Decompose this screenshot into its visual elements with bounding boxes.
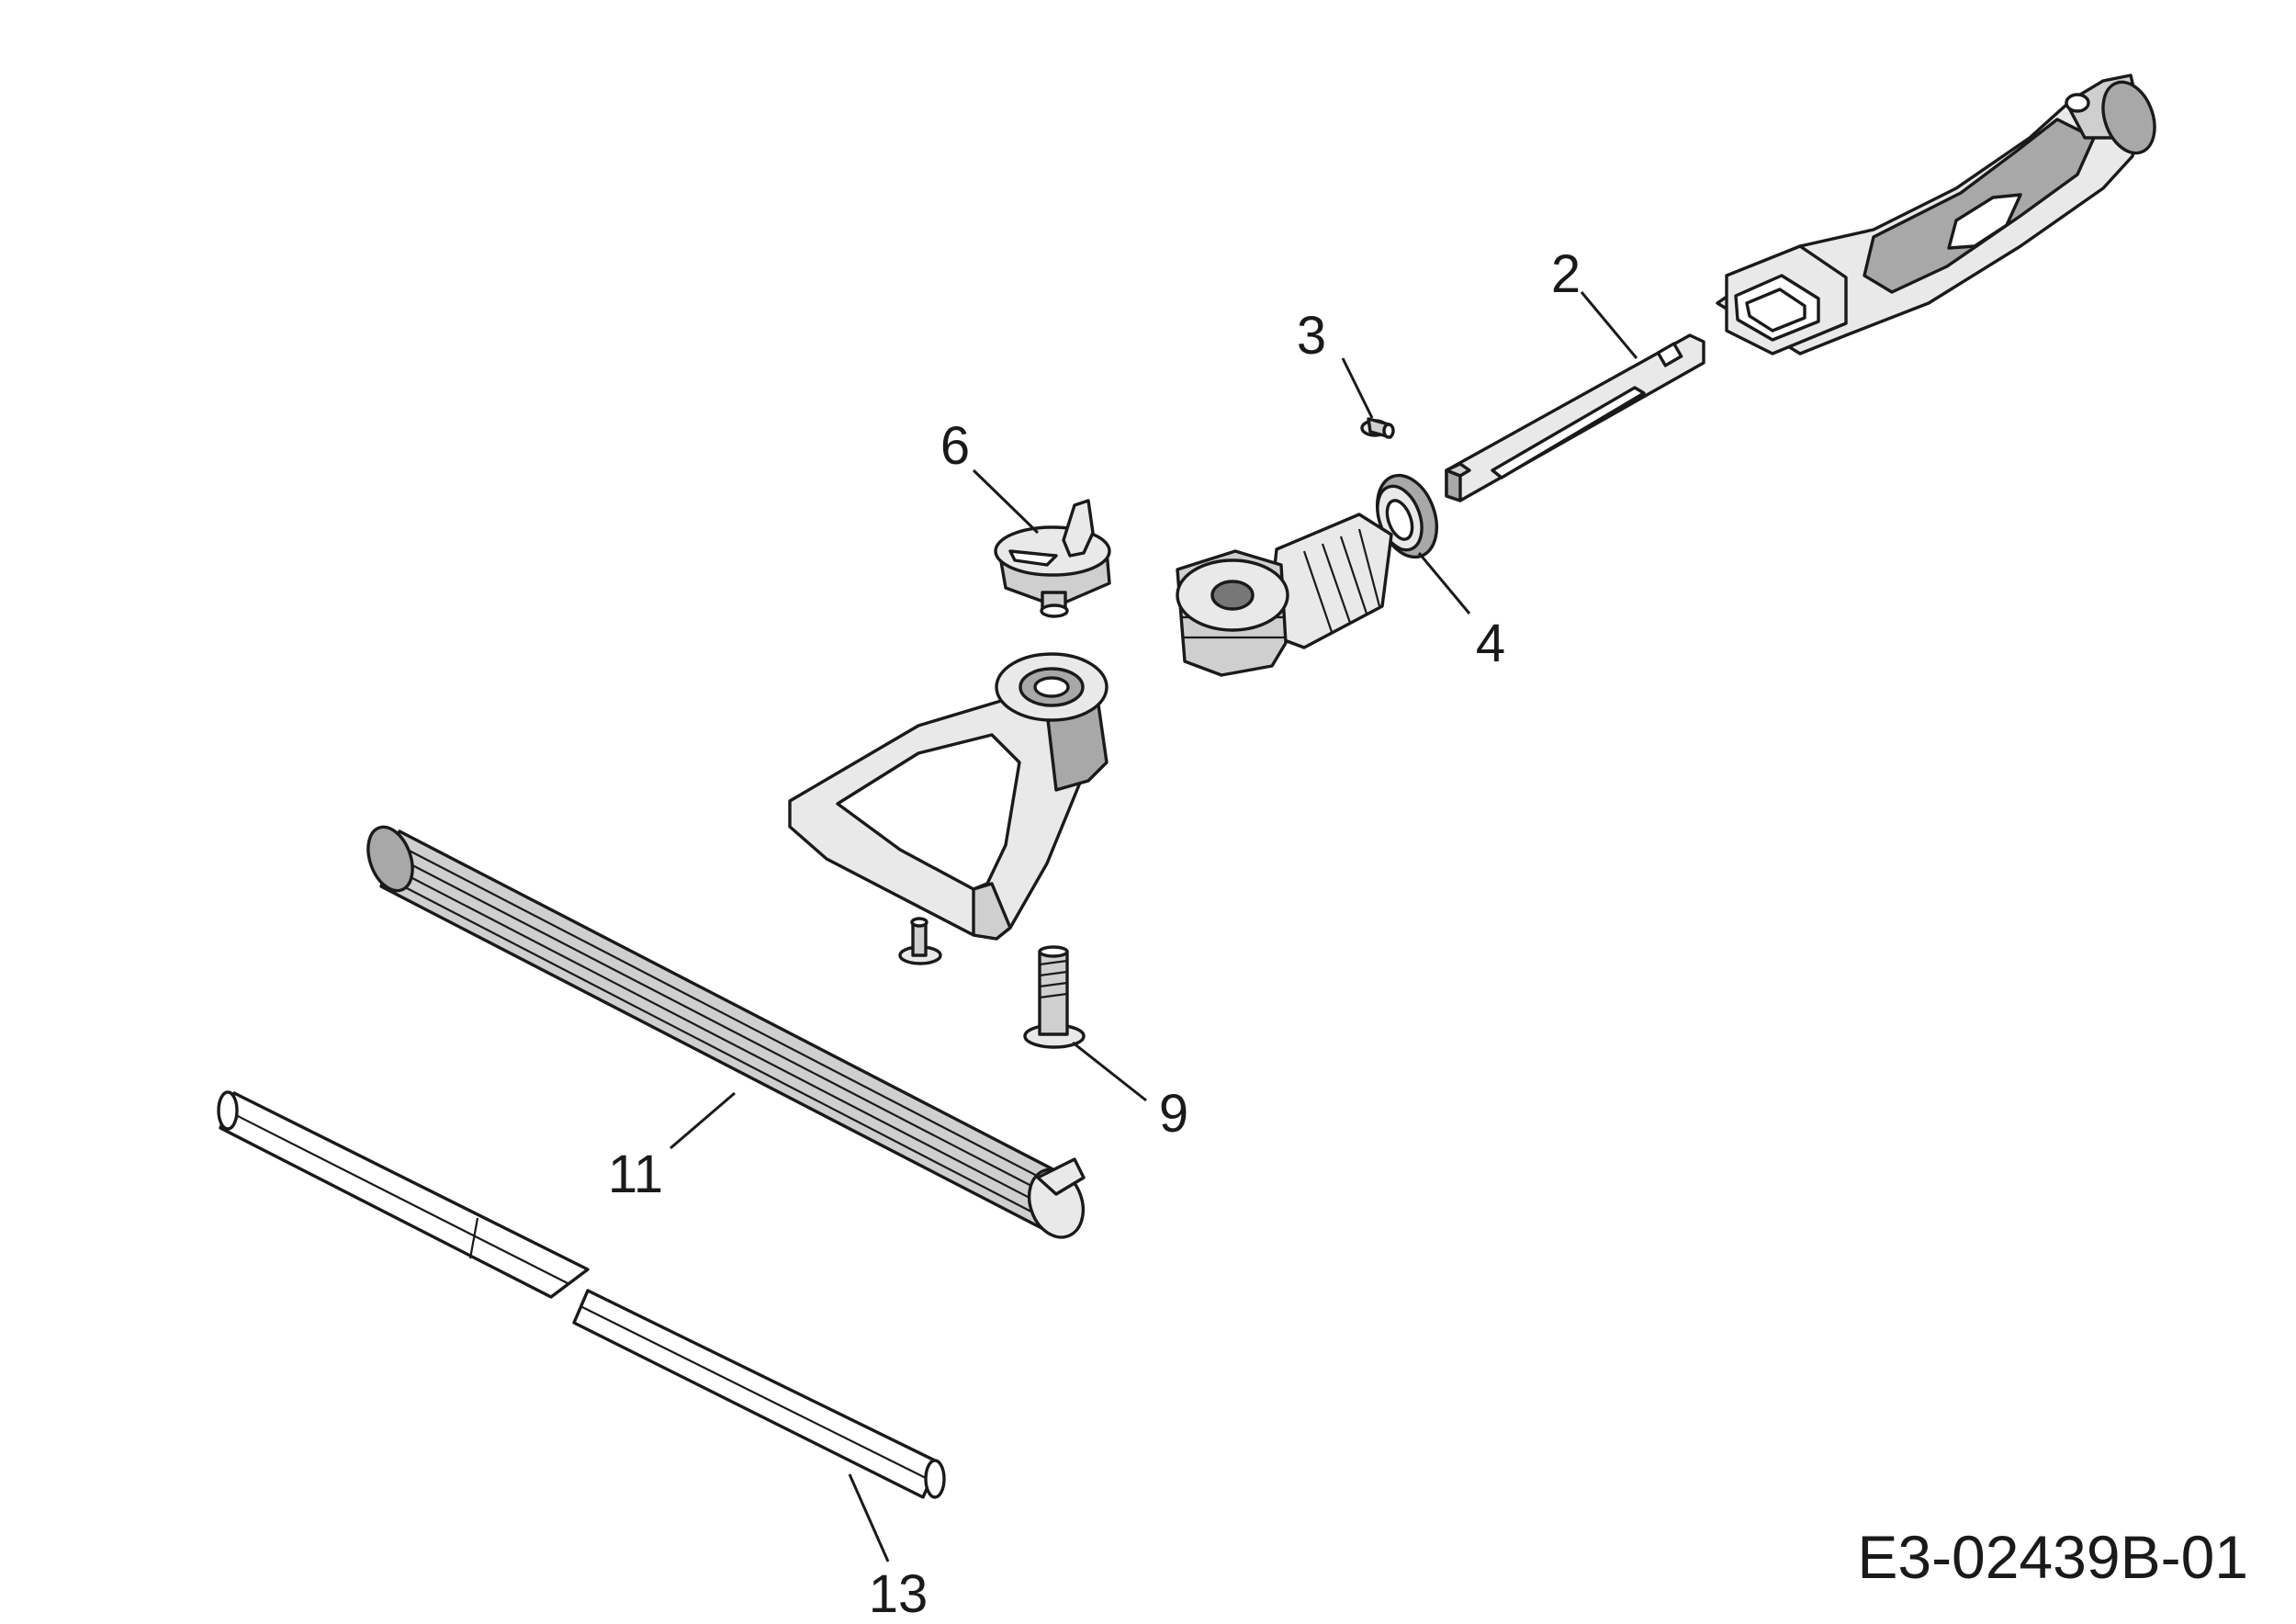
- part-11-roller: [366, 825, 1086, 1239]
- handle-grip: [1716, 73, 2156, 355]
- leader-4: [1417, 552, 1471, 615]
- callout-2: 2: [1551, 244, 1581, 304]
- callout-11: 11: [608, 1145, 663, 1204]
- part-2-bracket-bar: [1445, 333, 1705, 502]
- part-6-wing-knob: [994, 499, 1111, 618]
- part-3-screw: [1360, 417, 1395, 439]
- callout-6: 6: [940, 416, 970, 476]
- head-bracket: [788, 652, 1109, 941]
- part-9-bolt: [1023, 945, 1086, 1049]
- part-13-rod: [217, 1090, 946, 1499]
- leader-lines: [670, 291, 1638, 1562]
- pin-fastener: [898, 917, 942, 965]
- drawing-id: E3-02439B-01: [1857, 1523, 2248, 1591]
- callout-13: 13: [869, 1564, 929, 1624]
- leader-11: [670, 1091, 736, 1150]
- leader-13: [848, 1473, 890, 1562]
- leader-6: [972, 468, 1040, 535]
- leader-9: [1072, 1041, 1147, 1102]
- callout-9: 9: [1159, 1084, 1188, 1144]
- leader-2: [1580, 291, 1638, 359]
- leader-3: [1341, 357, 1374, 419]
- callout-4: 4: [1476, 614, 1505, 673]
- clamp-housing: [1176, 513, 1393, 677]
- callout-3: 3: [1297, 306, 1326, 366]
